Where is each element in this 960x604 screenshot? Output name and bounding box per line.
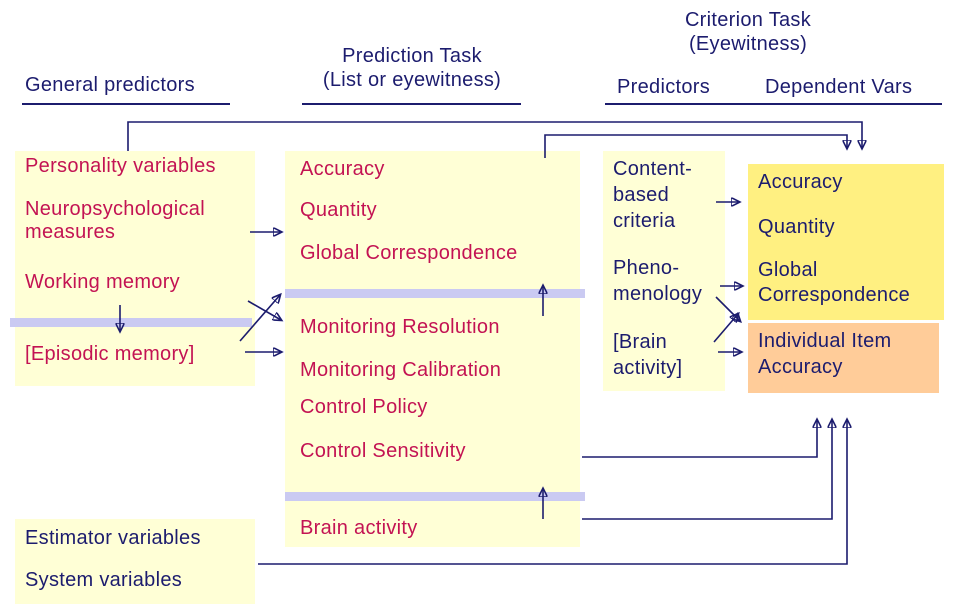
label-working-memory: Working memory xyxy=(25,271,180,293)
criterion-predictors-box xyxy=(603,151,725,391)
header-prediction-task-line1: Prediction Task xyxy=(342,45,482,67)
header-criterion-dependent-vars: Dependent Vars xyxy=(765,76,913,98)
underline-general-predictors xyxy=(22,103,230,105)
label-pred-accuracy: Accuracy xyxy=(300,158,385,180)
arrow-controlsensitivity-to-individual xyxy=(582,420,817,458)
label-monitoring-calibration: Monitoring Calibration xyxy=(300,359,502,381)
header-criterion-predictors: Predictors xyxy=(617,76,711,98)
arrow-general-to-depvars xyxy=(127,121,862,151)
dependent-vars-box xyxy=(748,164,944,320)
header-general-predictors: General predictors xyxy=(25,74,195,96)
arrow-brainactivity-to-individual xyxy=(582,420,832,520)
label-brain-activity-criterion: [Brain activity] xyxy=(613,331,683,379)
label-episodic-memory: [Episodic memory] xyxy=(25,343,195,365)
label-control-policy: Control Policy xyxy=(300,396,428,418)
label-system-variables: System variables xyxy=(25,569,183,591)
header-prediction-task-line2: (List or eyewitness) xyxy=(322,69,502,91)
general-predictors-box xyxy=(15,151,255,386)
header-criterion-task-line1: Criterion Task xyxy=(684,9,812,31)
individual-item-accuracy-box xyxy=(748,323,939,393)
label-pred-global-correspondence: Global Correspondence xyxy=(300,242,518,264)
underline-criterion-task xyxy=(605,103,942,105)
label-dep-accuracy: Accuracy xyxy=(758,171,843,193)
divider-prediction-lower xyxy=(285,492,585,501)
label-personality-variables: Personality variables xyxy=(25,155,216,177)
label-dep-quantity: Quantity xyxy=(758,216,835,238)
label-control-sensitivity: Control Sensitivity xyxy=(300,440,466,462)
divider-prediction-upper xyxy=(285,289,585,298)
label-content-based-criteria: Content-based criteria xyxy=(613,158,693,232)
header-criterion-task-line2: (Eyewitness) xyxy=(688,33,808,55)
divider-general-predictors xyxy=(10,318,252,327)
label-monitoring-resolution: Monitoring Resolution xyxy=(300,316,500,338)
underline-prediction-task xyxy=(302,103,521,105)
estimator-system-box xyxy=(15,519,255,604)
label-dep-global-correspondence: Global Correspondence xyxy=(758,259,911,306)
label-phenomenology: Pheno-menology xyxy=(613,257,703,305)
label-brain-activity-pred: Brain activity xyxy=(300,517,418,539)
label-estimator-variables: Estimator variables xyxy=(25,527,201,549)
label-neuropsychological-measures: Neuropsychological measures xyxy=(25,198,205,243)
label-individual-item-accuracy: Individual Item Accuracy xyxy=(758,330,892,378)
label-pred-quantity: Quantity xyxy=(300,199,377,221)
